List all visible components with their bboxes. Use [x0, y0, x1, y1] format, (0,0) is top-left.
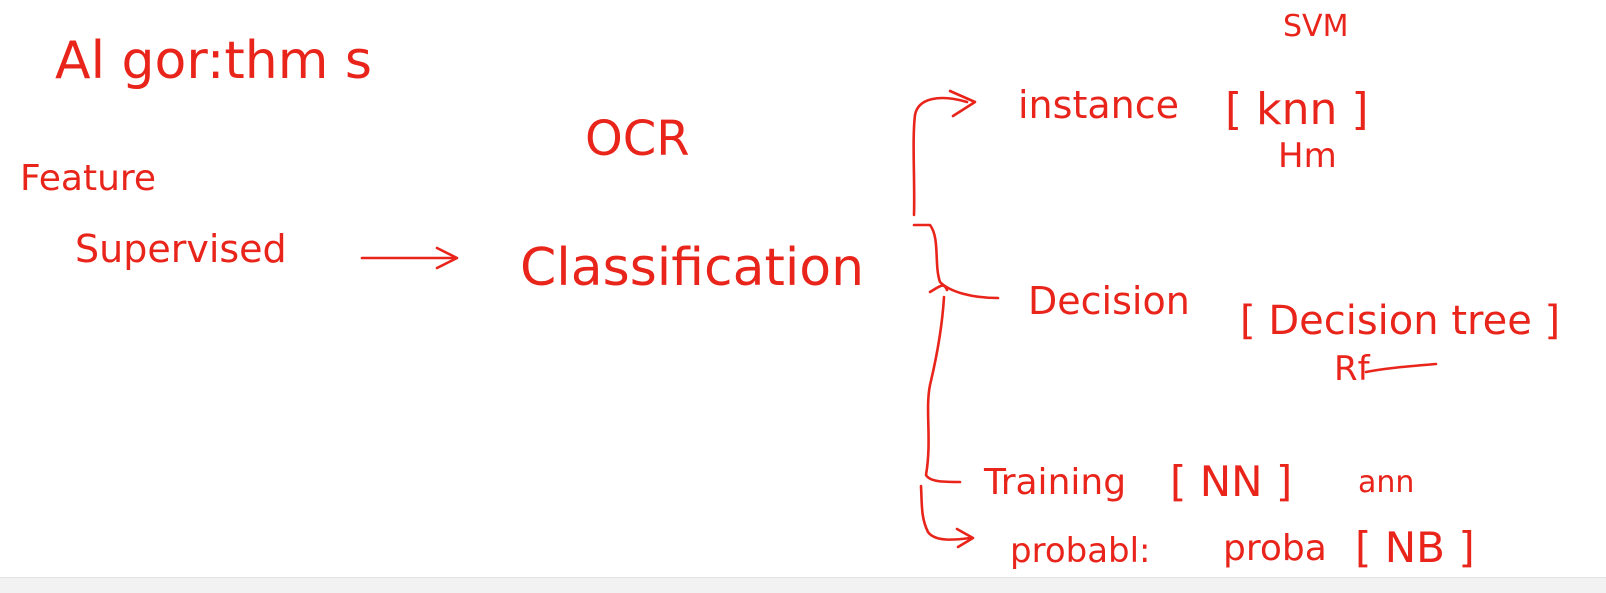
branch-training-line: [924, 295, 962, 484]
training-bracket-label: [ NN ]: [1170, 457, 1292, 506]
bottom-status-strip: [0, 577, 1606, 593]
rf-label: Rf: [1334, 349, 1371, 389]
rf-underline: [1364, 362, 1438, 374]
instance-label: instance: [1018, 83, 1179, 127]
branch-probability-arrow: [955, 527, 975, 549]
branch-instance-line: [912, 96, 969, 217]
supervised-label: Supervised: [75, 227, 287, 271]
training-extra-label: ann: [1358, 465, 1414, 500]
training-label: Training: [983, 462, 1126, 503]
classification-label: Classification: [520, 238, 864, 298]
instance-bracket-label: [ knn ]: [1225, 84, 1369, 135]
decision-bracket-label: [ Decision tree ]: [1240, 298, 1560, 344]
ocr-label: OCR: [585, 111, 690, 167]
supervised-arrow-head: [435, 246, 459, 270]
algorithms-heading: Al gor:thm s: [55, 31, 372, 91]
branch-decision-hook: [928, 284, 949, 294]
branch-probability-line: [919, 484, 972, 541]
probability-bracket-label: [ NB ]: [1355, 523, 1475, 572]
svm-label: SVM: [1283, 9, 1348, 44]
probability-label: probabl:: [1010, 531, 1151, 571]
branch-instance-arrow: [948, 89, 977, 118]
decision-label: Decision: [1028, 279, 1190, 323]
probability-short-label: proba: [1223, 528, 1327, 569]
branch-decision-line: [912, 223, 1000, 300]
feature-label: Feature: [20, 158, 156, 199]
hm-label: Hm: [1278, 136, 1337, 176]
